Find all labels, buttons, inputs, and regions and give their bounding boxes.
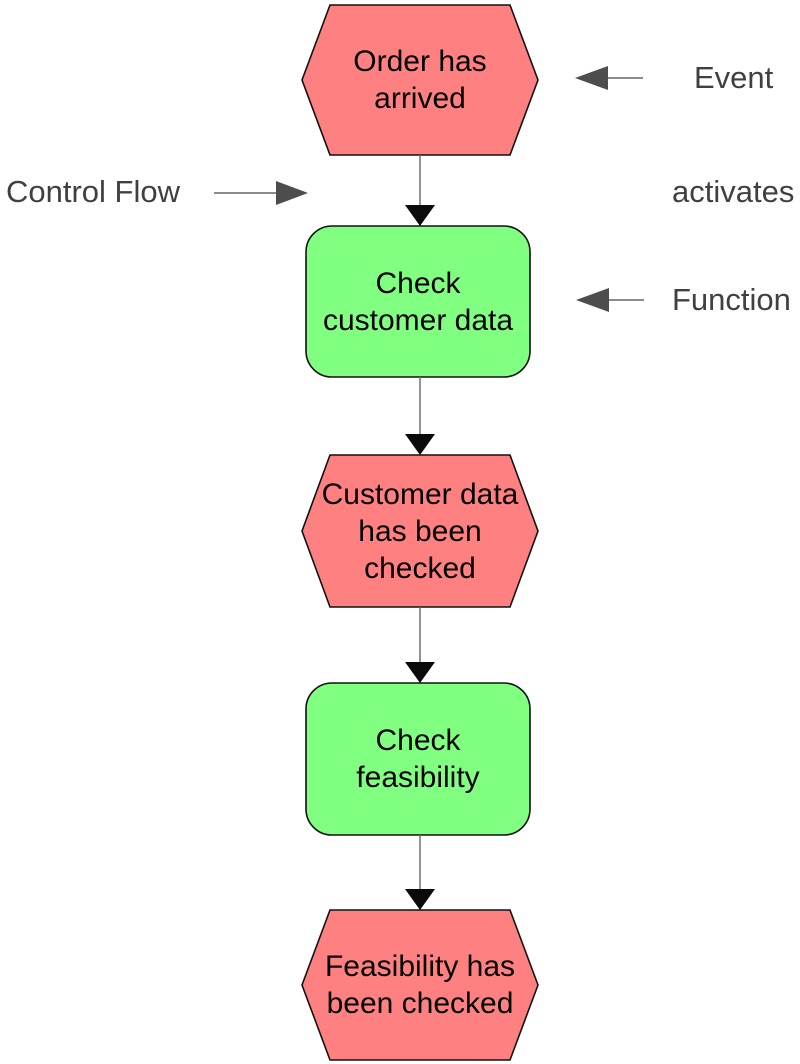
legend-label-activates: activates [672,174,795,209]
arrow-down-icon [405,662,435,683]
function-node-check-customer-data[interactable] [305,225,531,378]
event-node-customer-data-checked[interactable] [301,454,539,608]
arrow-down-icon [405,434,435,455]
legend-label-control-flow: Control Flow [6,174,180,209]
arrow-down-icon [405,889,435,910]
legend-label-event: Event [694,60,774,95]
legend-label-function: Function [672,282,791,317]
event-node-feasibility-checked[interactable] [301,909,539,1061]
arrow-left-icon [575,66,608,90]
event-node-order-arrived[interactable] [301,4,539,156]
arrow-down-icon [405,205,435,226]
arrow-left-icon [576,288,609,312]
function-node-check-feasibility[interactable] [305,682,531,836]
arrow-right-icon [276,181,308,205]
